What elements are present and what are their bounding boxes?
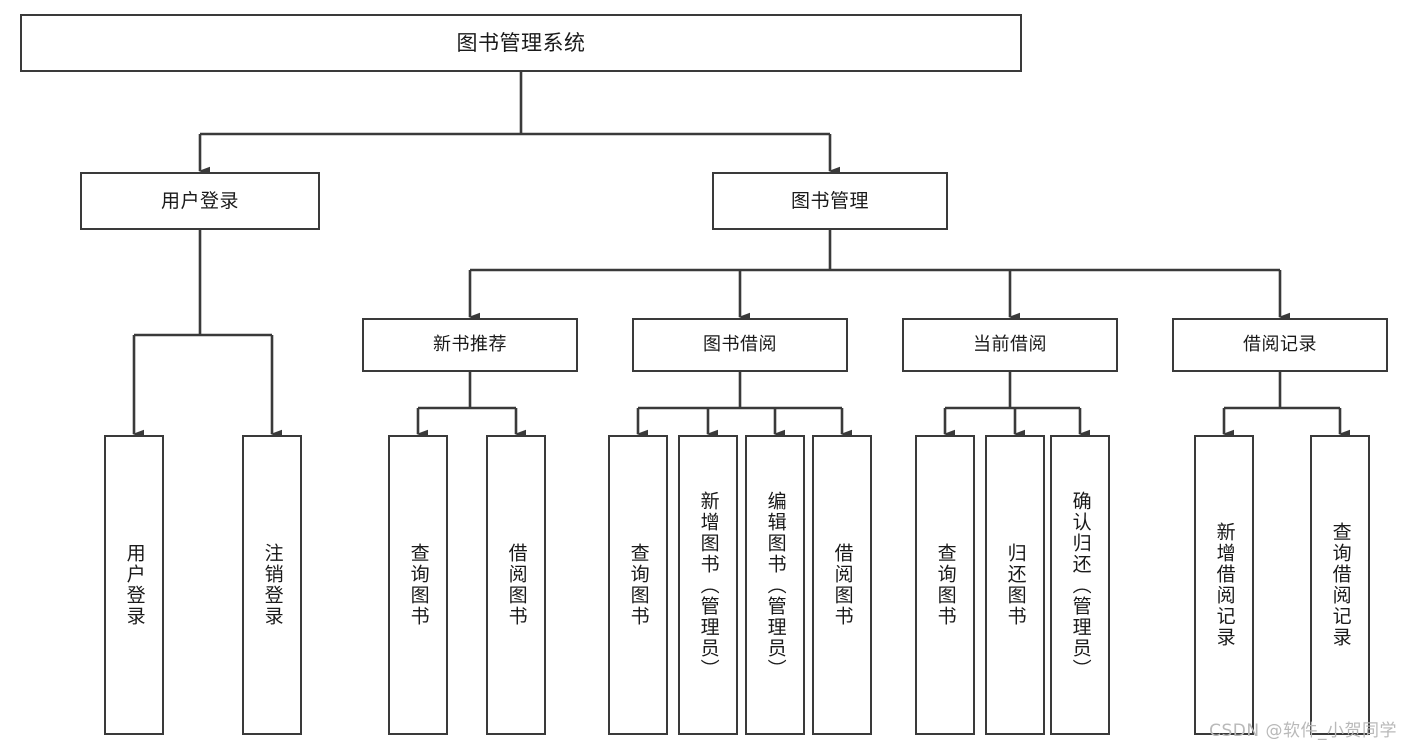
node-book-management-system[interactable]: 图书管理系统 [20, 14, 1022, 72]
node-label: 确认归还（管理员） [1069, 490, 1092, 680]
leaf-query-borrow-record[interactable]: 查询借阅记录 [1310, 435, 1370, 735]
leaf-query-book-current[interactable]: 查询图书 [915, 435, 975, 735]
node-label: 查询图书 [627, 543, 650, 627]
node-label: 借阅图书 [831, 543, 854, 627]
leaf-user-logout[interactable]: 注销登录 [242, 435, 302, 735]
node-book-borrow[interactable]: 图书借阅 [632, 318, 848, 372]
node-label: 新书推荐 [433, 334, 507, 356]
node-label: 查询图书 [934, 543, 957, 627]
leaf-edit-book-admin[interactable]: 编辑图书（管理员） [745, 435, 805, 735]
node-label: 用户登录 [160, 189, 239, 212]
node-label: 归还图书 [1004, 543, 1027, 627]
node-label: 新增图书（管理员） [697, 490, 720, 680]
leaf-query-book-borrow[interactable]: 查询图书 [608, 435, 668, 735]
leaf-borrow-book-recommend[interactable]: 借阅图书 [486, 435, 546, 735]
node-label: 查询图书 [407, 543, 430, 627]
node-borrow-record[interactable]: 借阅记录 [1172, 318, 1388, 372]
node-label: 图书借阅 [703, 334, 777, 356]
node-new-book-recommend[interactable]: 新书推荐 [362, 318, 578, 372]
node-current-borrow[interactable]: 当前借阅 [902, 318, 1118, 372]
node-label: 查询借阅记录 [1329, 522, 1352, 648]
node-label: 编辑图书（管理员） [764, 490, 787, 680]
leaf-return-book[interactable]: 归还图书 [985, 435, 1045, 735]
node-label: 当前借阅 [973, 334, 1047, 356]
leaf-user-login[interactable]: 用户登录 [104, 435, 164, 735]
leaf-add-book-admin[interactable]: 新增图书（管理员） [678, 435, 738, 735]
node-user-login[interactable]: 用户登录 [80, 172, 320, 230]
node-label: 用户登录 [123, 543, 146, 627]
node-label: 注销登录 [261, 543, 284, 627]
node-label: 新增借阅记录 [1213, 522, 1236, 648]
node-label: 图书管理系统 [456, 30, 586, 55]
leaf-add-borrow-record[interactable]: 新增借阅记录 [1194, 435, 1254, 735]
leaf-query-book-recommend[interactable]: 查询图书 [388, 435, 448, 735]
leaf-confirm-return-admin[interactable]: 确认归还（管理员） [1050, 435, 1110, 735]
node-book-management[interactable]: 图书管理 [712, 172, 948, 230]
node-label: 借阅记录 [1243, 334, 1317, 356]
csdn-watermark: CSDN @软件_小贺同学 [1209, 721, 1397, 741]
leaf-borrow-book[interactable]: 借阅图书 [812, 435, 872, 735]
node-label: 借阅图书 [505, 543, 528, 627]
node-label: 图书管理 [790, 189, 869, 212]
